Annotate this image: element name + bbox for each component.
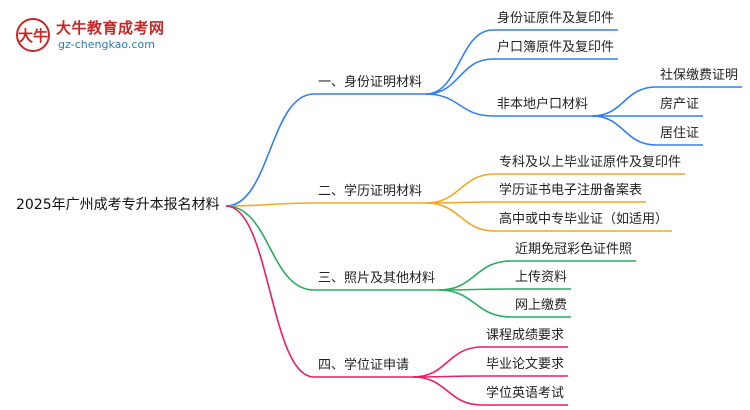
connector-branch-3-child-0 <box>412 346 483 378</box>
connector-branch-0-child-0 <box>425 29 494 95</box>
leaf-grades: 课程成绩要求 <box>486 328 565 343</box>
connector-branch-0-child-2-leaf-0 <box>591 86 657 117</box>
connector-branch-1-child-0 <box>425 173 496 204</box>
sub-branch-non-local: 非本地户口材料 <box>497 97 589 112</box>
leaf-upload: 上传资料 <box>515 270 568 285</box>
leaf-online-payment: 网上缴费 <box>515 298 568 313</box>
connector-root-branch-2 <box>225 205 315 291</box>
site-logo: 大牛 大牛教育成考网 gz-chengkao.com <box>16 16 166 56</box>
connector-branch-2-child-2 <box>438 289 512 318</box>
connector-branch-1-child-2 <box>425 202 496 232</box>
root-node: 2025年广州成考专升本报名材料 <box>16 197 220 213</box>
branch-degree: 四、学位证申请 <box>318 358 410 373</box>
leaf-id-photo: 近期免冠彩色证件照 <box>515 242 633 257</box>
leaf-id-card: 身份证原件及复印件 <box>497 11 615 26</box>
leaf-e-registration: 学历证书电子注册备案表 <box>499 183 643 198</box>
connector-branch-0-child-2-leaf-2 <box>591 115 657 146</box>
leaf-household-register: 户口簿原件及复印件 <box>497 40 615 55</box>
logo-title: 大牛教育成考网 <box>56 19 165 37</box>
leaf-english-exam: 学位英语考试 <box>486 386 565 401</box>
leaf-property-certificate: 房产证 <box>660 97 700 112</box>
leaf-high-school-diploma: 高中或中专毕业证（如适用） <box>499 212 669 227</box>
branch-education: 二、学历证明材料 <box>318 184 423 199</box>
connector-branch-3-child-2 <box>412 376 483 406</box>
leaf-thesis: 毕业论文要求 <box>486 357 565 372</box>
branch-photos: 三、照片及其他材料 <box>318 271 436 286</box>
connector-branch-0-child-1 <box>425 58 494 95</box>
connector-root-branch-3 <box>225 205 315 378</box>
leaf-residence-permit: 居住证 <box>660 126 700 141</box>
leaf-social-security: 社保缴费证明 <box>660 68 739 83</box>
logo-mark-icon: 大牛 <box>16 18 50 52</box>
logo-url: gz-chengkao.com <box>58 38 155 51</box>
connector-branch-2-child-0 <box>438 260 512 291</box>
connector-branch-0-child-2 <box>425 93 494 117</box>
branch-identity: 一、身份证明材料 <box>318 75 423 90</box>
connector-root-branch-1 <box>225 202 315 207</box>
leaf-diploma: 专科及以上毕业证原件及复印件 <box>499 155 682 170</box>
connector-root-branch-0 <box>225 93 315 207</box>
